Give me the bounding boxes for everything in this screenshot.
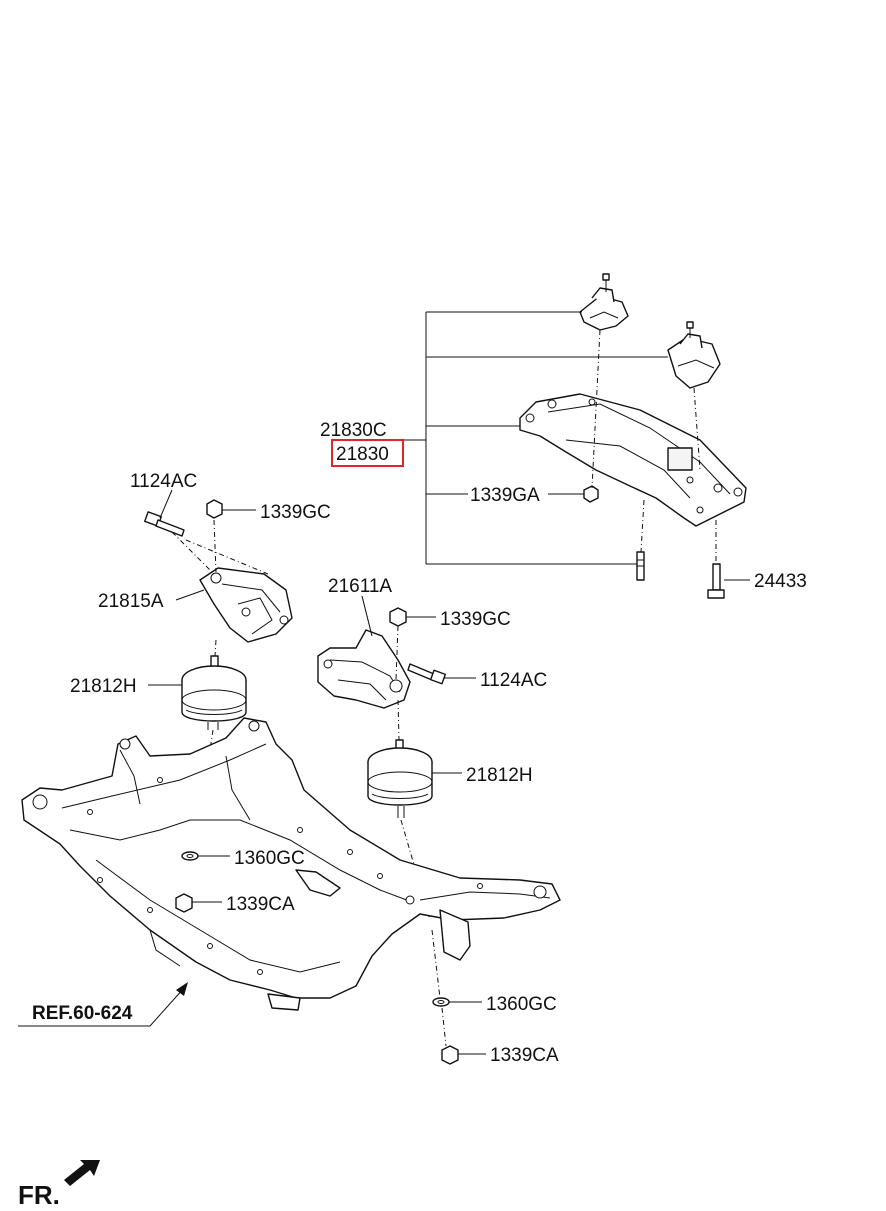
part-transmission-mount-bracket-upper-right[interactable] bbox=[667, 321, 721, 389]
label-1360GC-right[interactable]: 1360GC bbox=[486, 994, 557, 1015]
reference-label[interactable]: REF.60-624 bbox=[32, 1003, 133, 1024]
label-1124AC-left[interactable]: 1124AC bbox=[130, 471, 197, 492]
label-21815A[interactable]: 21815A bbox=[98, 591, 164, 612]
label-1339CA-right[interactable]: 1339CA bbox=[490, 1045, 559, 1066]
part-transmission-crossmember[interactable] bbox=[519, 393, 747, 527]
part-washer-1360GC-right[interactable] bbox=[432, 997, 450, 1007]
part-bracket-21815A[interactable] bbox=[199, 567, 293, 643]
part-washer-1360GC-left[interactable] bbox=[181, 851, 199, 861]
part-nut-1339CA-right[interactable] bbox=[441, 1045, 459, 1065]
front-direction-label: FR. bbox=[18, 1180, 60, 1210]
part-bolt-1124AC-center[interactable] bbox=[407, 663, 447, 685]
label-21830[interactable]: 21830 bbox=[336, 444, 389, 465]
part-nut-1339GC-center[interactable] bbox=[389, 607, 407, 627]
part-bracket-21611A[interactable] bbox=[317, 629, 411, 709]
reference-leader bbox=[18, 982, 188, 1027]
part-engine-mount-insulator-left[interactable] bbox=[181, 655, 247, 730]
part-nut-1339GA[interactable] bbox=[583, 485, 599, 503]
label-21611A[interactable]: 21611A bbox=[328, 576, 392, 597]
label-1124AC-center[interactable]: 1124AC bbox=[480, 670, 547, 691]
part-stud-bolt[interactable] bbox=[636, 551, 645, 581]
part-nut-1339GC-left[interactable] bbox=[206, 499, 223, 519]
label-21812H-left[interactable]: 21812H bbox=[70, 676, 137, 697]
highlight-box-21830 bbox=[331, 439, 404, 467]
label-1339GA[interactable]: 1339GA bbox=[470, 485, 540, 506]
part-bolt-24433[interactable] bbox=[707, 563, 725, 599]
label-21830C: 21830C bbox=[320, 420, 387, 441]
label-1360GC-left[interactable]: 1360GC bbox=[234, 848, 305, 869]
label-1339CA-left[interactable]: 1339CA bbox=[226, 894, 295, 915]
leader-group-21830 bbox=[404, 311, 750, 581]
label-1339GC-left[interactable]: 1339GC bbox=[260, 502, 331, 523]
part-front-subframe bbox=[21, 717, 561, 1011]
part-transmission-mount-bracket-upper-left[interactable] bbox=[579, 273, 629, 331]
part-nut-1339CA-left[interactable] bbox=[175, 893, 193, 913]
label-21812H-right[interactable]: 21812H bbox=[466, 765, 533, 786]
label-1339GC-center[interactable]: 1339GC bbox=[440, 609, 511, 630]
front-direction-arrow-icon bbox=[64, 1160, 100, 1186]
label-24433[interactable]: 24433 bbox=[754, 571, 807, 592]
part-engine-mount-insulator-right[interactable] bbox=[367, 739, 433, 818]
part-bolt-1124AC-left[interactable] bbox=[144, 511, 185, 537]
